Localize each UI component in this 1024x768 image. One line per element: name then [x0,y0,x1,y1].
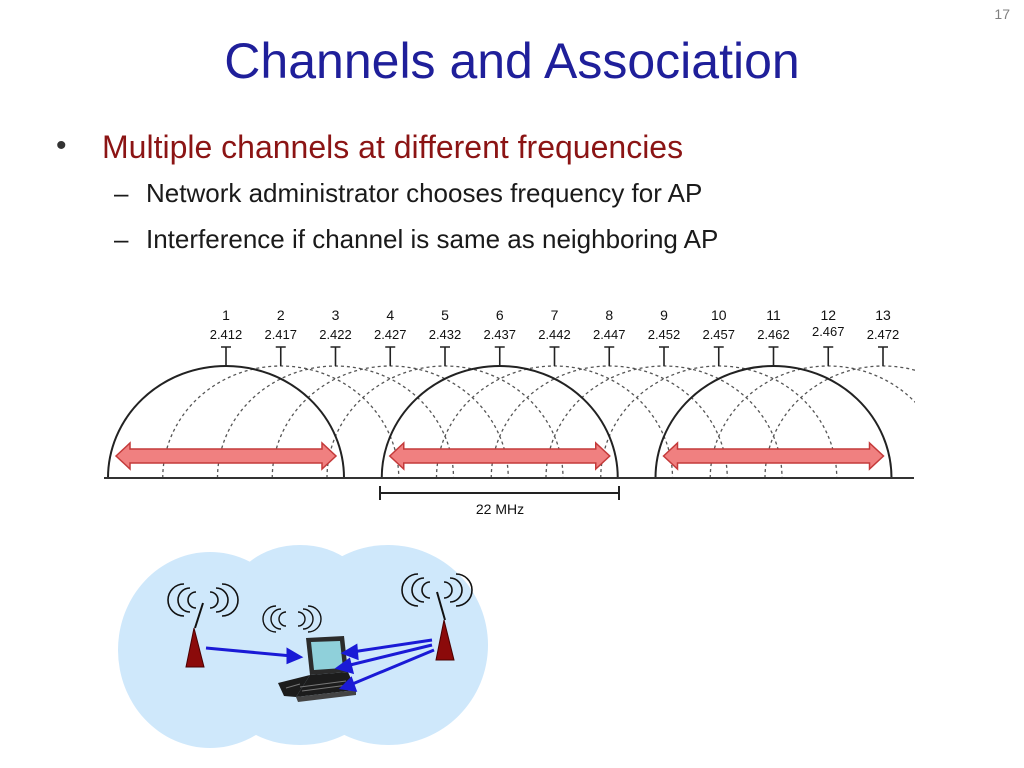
channel-number: 13 [875,307,891,323]
channel-frequency: 2.432 [429,327,462,342]
channel-curve-10 [600,365,838,479]
channel-curve-9 [545,365,783,479]
channel-frequency: 2.427 [374,327,407,342]
sub-bullet-text: Network administrator chooses frequency … [146,178,703,209]
channel-tick [385,346,396,366]
bandwidth-dimension: 22 MHz [379,486,620,517]
channel-frequency: 2.472 [867,327,900,342]
channel-frequency: 2.422 [319,327,352,342]
channel-number: 9 [660,307,668,323]
channel-curve-6 [380,365,619,479]
channel-tick [713,346,724,366]
dash-icon: – [114,223,129,254]
channel-tick [659,346,669,366]
wireless-signal-icon [167,583,239,617]
access-point-icon [185,602,205,668]
bandwidth-arrow-channel-11 [662,441,885,471]
bandwidth-arrow-channel-6 [388,441,611,471]
non-overlapping-channel-curves [107,365,893,479]
channel-curve-1 [107,365,345,479]
channel-curve-5 [326,365,564,479]
channel-curve-13 [764,365,915,479]
bullet-list: • Multiple channels at different frequen… [56,128,976,255]
bandwidth-arrow-channel-1 [114,441,338,471]
channel-curve-4 [271,365,509,479]
channel-number: 6 [496,307,504,323]
channel-frequency: 2.442 [538,327,571,342]
sub-bullet-item: – Interference if channel is same as nei… [56,224,976,255]
access-point-icon [435,591,455,661]
slide-number: 17 [994,6,1010,22]
channel-curve-7 [435,365,674,479]
bandwidth-arrows [114,441,885,471]
bandwidth-label: 22 MHz [476,501,524,517]
channel-frequency: 2.467 [812,324,845,339]
channel-tick [549,346,560,366]
channel-tick [440,346,450,366]
wireless-signal-icon [401,573,473,607]
channel-number: 12 [820,307,836,323]
channel-tick [768,346,779,366]
channel-tick [330,346,341,366]
channel-frequency: 2.447 [593,327,626,342]
bullet-text: Multiple channels at different frequenci… [102,129,684,165]
channel-frequency: 2.417 [264,327,297,342]
channel-labels: 1 2.412 2 2.417 3 2.422 4 2.427 5 2.432 6 2.437 7 2.4… [210,307,900,366]
channel-tick [494,346,505,366]
channel-frequency: 2.462 [757,327,790,342]
channel-frequency: 2.457 [702,327,735,342]
channel-number: 8 [605,307,613,323]
channel-curve-2 [162,365,400,479]
channel-tick [878,346,888,366]
wireless-signal-icon [262,605,322,633]
channel-tick [221,346,231,366]
sub-bullet-item: – Network administrator chooses frequenc… [56,178,976,209]
channel-curve-12 [709,365,915,479]
network-illustration [118,545,488,748]
channel-curve-8 [490,365,728,479]
channel-tick [275,346,286,366]
channel-number: 11 [766,307,781,323]
dash-icon: – [114,178,129,209]
channel-number: 3 [332,307,340,323]
channel-tick [604,346,615,366]
bullet-dot-icon: • [56,129,67,162]
overlapping-channel-curves [162,365,915,479]
channel-frequency: 2.452 [648,327,681,342]
channel-number: 4 [386,307,394,323]
channel-number: 1 [222,307,230,323]
channel-number: 5 [441,307,449,323]
channel-number: 2 [277,307,285,323]
bullet-item: • Multiple channels at different frequen… [56,128,976,166]
association-arrows [205,638,435,692]
slide-title: Channels and Association [224,33,800,89]
channel-number: 10 [711,307,727,323]
laptop-icon [278,636,356,702]
channel-curve-3 [216,365,455,479]
channel-tick [823,346,834,366]
channel-curve-11 [654,365,893,479]
channel-frequency: 2.437 [483,327,516,342]
channel-number: 7 [551,307,559,323]
sub-bullet-text: Interference if channel is same as neigh… [146,223,719,254]
channel-frequency: 2.412 [210,327,243,342]
